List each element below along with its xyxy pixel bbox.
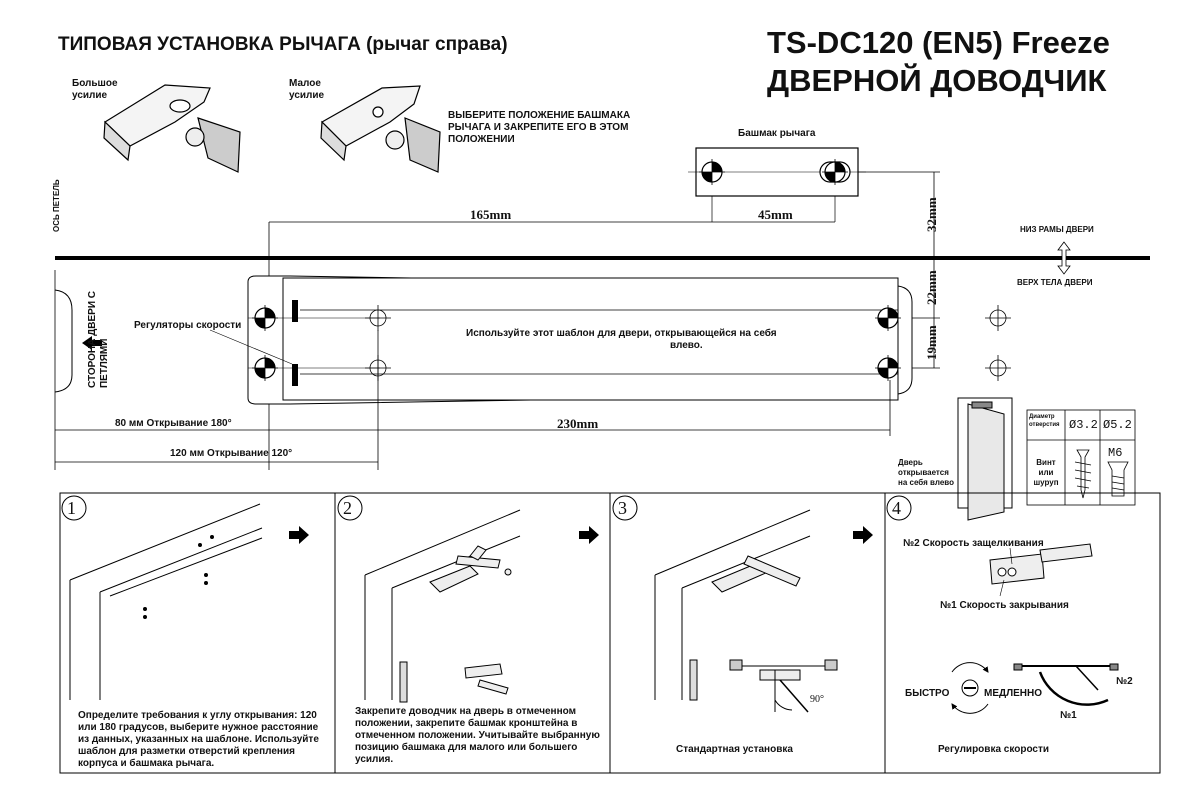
dim-19-label: 19mm bbox=[924, 325, 939, 360]
step3-installed-closer bbox=[711, 555, 801, 593]
steps-frame bbox=[59, 492, 1161, 774]
speed-adjust-dial bbox=[951, 662, 989, 714]
dim-165-label: 165mm bbox=[470, 207, 512, 222]
next-arrow-icon bbox=[853, 526, 873, 544]
step4-closer-detail bbox=[989, 543, 1093, 585]
screw-table-d2: Ø5.2 bbox=[1103, 418, 1132, 432]
screw-table-d1: Ø3.2 bbox=[1069, 418, 1098, 432]
next-arrow-icon bbox=[579, 526, 599, 544]
hinge-illustration bbox=[54, 270, 73, 470]
step-2-number: 2 bbox=[343, 498, 352, 518]
step-3-circle bbox=[612, 495, 638, 521]
step-1-number: 1 bbox=[67, 498, 76, 518]
speed-n1-label: №1 bbox=[1060, 710, 1077, 721]
step-1-text: Определите требования к углу открывания:… bbox=[78, 710, 319, 769]
dim-45-label: 45mm bbox=[758, 207, 793, 222]
extra-cross-holes bbox=[984, 304, 1012, 382]
speed-sweep-diagram bbox=[1013, 663, 1119, 706]
latch-speed-label: №2 Скорость защелкивания bbox=[903, 538, 1044, 549]
speed-n2-label: №2 bbox=[1116, 676, 1133, 687]
step-2-circle bbox=[337, 495, 363, 521]
step-4-circle bbox=[886, 495, 912, 521]
page-title: ТИПОВАЯ УСТАНОВКА РЫЧАГА (рычаг справа) bbox=[58, 34, 508, 55]
step2-closer-parts bbox=[429, 545, 512, 695]
dimension-230mm bbox=[55, 330, 891, 470]
product-model: TS-DC120 (EN5) Freeze bbox=[767, 25, 1110, 60]
step-2-text: Закрепите доводчик на дверь в отмеченном… bbox=[355, 706, 600, 765]
machine-screw-icon bbox=[1107, 461, 1129, 497]
step-3-number: 3 bbox=[618, 498, 627, 518]
door-top-label: ВЕРХ ТЕЛА ДВЕРИ bbox=[1017, 278, 1093, 287]
closer-body-template bbox=[247, 275, 913, 405]
step-3-text: Стандартная установка bbox=[676, 744, 793, 755]
step-4-text: Регулировка скорости bbox=[938, 744, 1050, 755]
speed-regulators-label: Регуляторы скорости bbox=[134, 320, 242, 331]
opening-180-label: 80 мм Открывание 180° bbox=[115, 418, 232, 429]
product-name: ДВЕРНОЙ ДОВОДЧИК bbox=[767, 63, 1107, 98]
step3-top-view bbox=[729, 659, 838, 713]
dim-32-label: 32mm bbox=[924, 197, 939, 232]
close-speed-label: №1 Скорость закрывания bbox=[940, 600, 1069, 611]
door-illustration bbox=[957, 397, 1013, 521]
small-force-shoe-illustration bbox=[320, 85, 441, 173]
dim-22-label: 22mm bbox=[924, 270, 939, 305]
fast-label: БЫСТРО bbox=[905, 688, 950, 699]
wood-screw-icon bbox=[1074, 449, 1092, 499]
large-force-shoe-illustration bbox=[103, 84, 241, 173]
lever-shoe-plate bbox=[688, 147, 866, 197]
step-4-number: 4 bbox=[892, 498, 901, 518]
template-usage-note: Используйте этот шаблон для двери, откры… bbox=[466, 328, 777, 351]
next-arrow-icon bbox=[289, 526, 309, 544]
step1-door-frame bbox=[69, 503, 263, 700]
up-down-arrow-icon bbox=[1057, 241, 1071, 275]
screw-table-m6: M6 bbox=[1108, 446, 1123, 460]
hinge-axis-label: ОСЬ ПЕТЕЛЬ bbox=[52, 179, 61, 232]
frame-bottom-label: НИЗ РАМЫ ДВЕРИ bbox=[1020, 225, 1094, 234]
opening-120-label: 120 мм Открывание 120° bbox=[170, 448, 293, 459]
lever-shoe-label: Башмак рычага bbox=[738, 128, 816, 139]
hinge-side-arrow-icon bbox=[82, 336, 102, 350]
slow-label: МЕДЛЕННО bbox=[984, 688, 1043, 699]
dim-230-label: 230mm bbox=[557, 416, 599, 431]
step-3-angle: 90° bbox=[810, 694, 824, 705]
step-1-circle bbox=[61, 495, 87, 521]
